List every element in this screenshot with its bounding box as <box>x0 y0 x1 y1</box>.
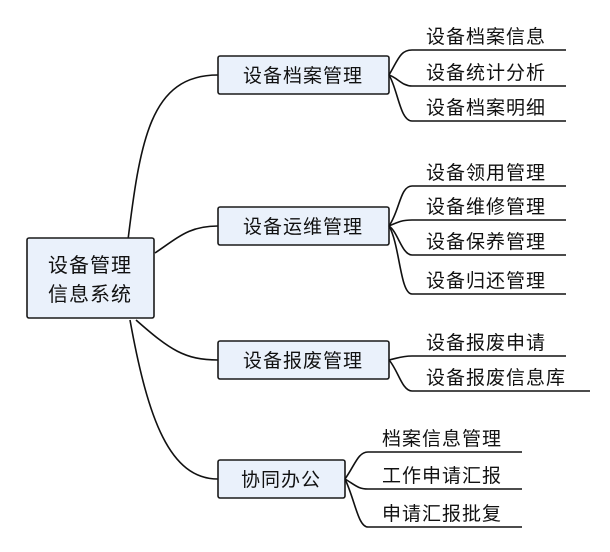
connector-archive-child-1 <box>388 49 413 76</box>
connector-root-to-collab <box>129 319 219 480</box>
branch-label-archive: 设备档案管理 <box>243 65 363 87</box>
leaf-label: 设备档案明细 <box>426 97 546 119</box>
connector-operations-child-2 <box>388 219 413 227</box>
connector-archive-child-3 <box>388 74 413 122</box>
connector-operations-child-1 <box>388 185 413 227</box>
root-title-line-2: 信息系统 <box>48 282 132 306</box>
leaf-archive-detail[interactable]: 设备档案明细 <box>412 97 566 122</box>
connector-operations-child-4 <box>388 225 413 295</box>
connector-collab-child-3 <box>344 478 369 528</box>
root-title-line-1: 设备管理 <box>48 253 132 277</box>
branch-archive-management: 设备档案管理 设备档案信息 设备统计分析 设备档案明细 <box>217 26 566 122</box>
leaf-archive-info-management[interactable]: 档案信息管理 <box>368 428 522 453</box>
leaf-label: 设备归还管理 <box>426 270 546 292</box>
branch-scrap-management: 设备报废管理 设备报废申请 设备报废信息库 <box>217 332 590 392</box>
leaf-label: 设备报废信息库 <box>426 367 566 389</box>
leaf-statistics-analysis[interactable]: 设备统计分析 <box>412 62 566 87</box>
branch-node-scrap[interactable]: 设备报废管理 <box>217 340 390 380</box>
branch-node-operations[interactable]: 设备运维管理 <box>217 206 390 246</box>
leaf-label: 档案信息管理 <box>382 428 502 450</box>
branch-operations-management: 设备运维管理 设备领用管理 设备维修管理 设备保养管理 设备归还管理 <box>217 162 566 295</box>
leaf-device-checkout[interactable]: 设备领用管理 <box>412 162 566 187</box>
connector-collab-child-1 <box>344 451 369 480</box>
branch-node-collab[interactable]: 协同办公 <box>217 459 346 499</box>
connector-root-to-archive <box>126 74 219 249</box>
connector-root-to-operations <box>154 225 219 254</box>
leaf-label: 设备维修管理 <box>426 196 546 218</box>
leaf-archive-info[interactable]: 设备档案信息 <box>412 26 566 51</box>
connector-scrap-child-1 <box>388 355 413 361</box>
root-node[interactable]: 设备管理 信息系统 <box>26 237 155 319</box>
connector-root-to-scrap <box>135 319 219 361</box>
branch-label-collab: 协同办公 <box>241 469 321 491</box>
connector-collab-child-2 <box>344 478 369 490</box>
connector-archive-child-2 <box>388 74 413 87</box>
branch-label-scrap: 设备报废管理 <box>243 350 363 372</box>
leaf-device-maintenance[interactable]: 设备保养管理 <box>412 231 566 256</box>
leaf-device-repair[interactable]: 设备维修管理 <box>412 196 566 221</box>
leaf-label: 申请汇报批复 <box>382 503 502 525</box>
leaf-work-request-report[interactable]: 工作申请汇报 <box>368 465 522 490</box>
leaf-label: 工作申请汇报 <box>382 465 502 487</box>
connector-operations-child-3 <box>388 225 413 256</box>
leaf-request-approval[interactable]: 申请汇报批复 <box>368 503 522 528</box>
leaf-label: 设备档案信息 <box>426 26 546 48</box>
branch-collaborative-office: 协同办公 档案信息管理 工作申请汇报 申请汇报批复 <box>217 428 522 528</box>
connector-scrap-child-2 <box>388 359 413 392</box>
leaf-device-return[interactable]: 设备归还管理 <box>412 270 566 295</box>
leaf-label: 设备统计分析 <box>426 62 546 84</box>
leaf-label: 设备报废申请 <box>426 332 546 354</box>
root-connectors <box>126 74 219 480</box>
leaf-scrap-request[interactable]: 设备报废申请 <box>412 332 566 357</box>
leaf-label: 设备保养管理 <box>426 231 546 253</box>
branch-label-operations: 设备运维管理 <box>243 216 363 238</box>
branch-node-archive[interactable]: 设备档案管理 <box>217 55 390 95</box>
leaf-scrap-database[interactable]: 设备报废信息库 <box>412 367 590 392</box>
leaf-label: 设备领用管理 <box>426 162 546 184</box>
